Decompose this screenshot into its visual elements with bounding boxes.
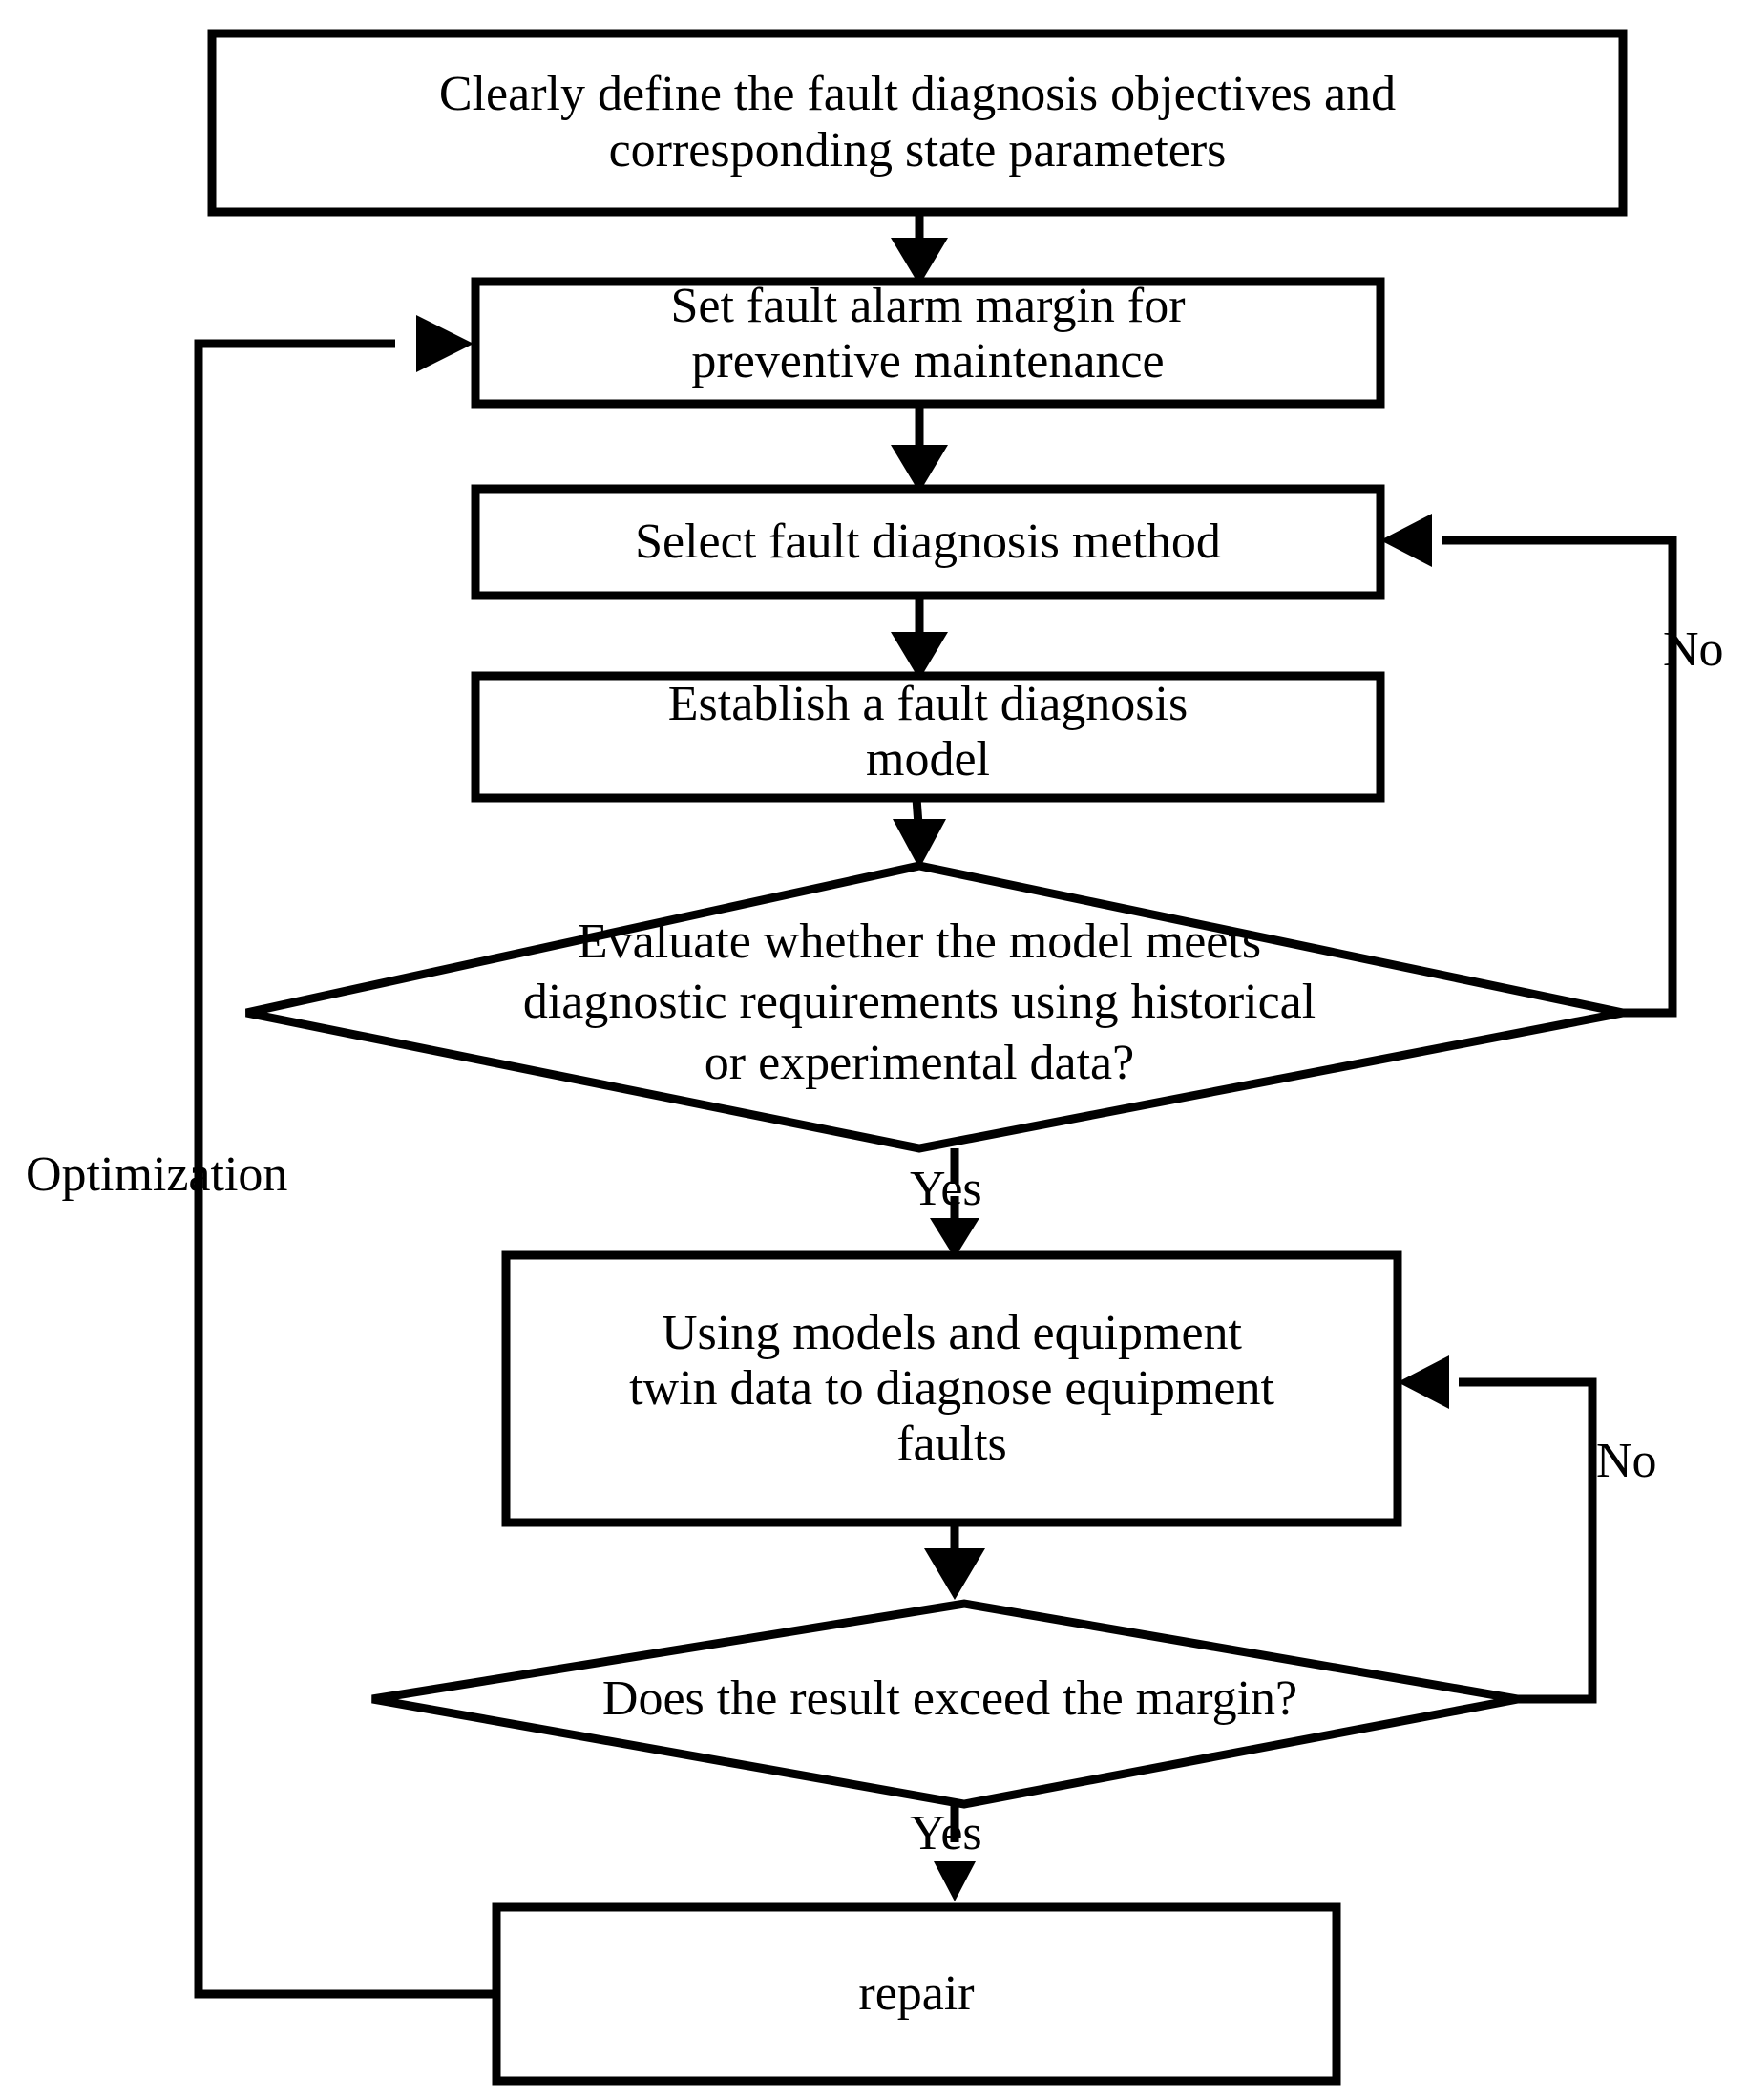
edge-exceed-no	[1459, 1377, 1597, 1704]
node-evaluate-model[interactable]	[245, 861, 1624, 1153]
node-repair[interactable]	[492, 1902, 1341, 2086]
node-diagnose-faults[interactable]	[501, 1250, 1402, 1527]
edge-optimization-loop	[194, 339, 496, 1999]
node-define-objectives[interactable]	[207, 29, 1628, 217]
edge-label-evaluate-no: No	[1663, 622, 1724, 677]
node-establish-model[interactable]	[471, 671, 1385, 803]
arrowhead-alarm-to-method	[891, 445, 948, 493]
edge-label-optimization: Optimization	[26, 1147, 288, 1202]
label-exceed-margin: Does the result exceed the margin?	[601, 1671, 1298, 1726]
arrowhead-evaluate-yes	[930, 1218, 979, 1258]
node-exceed-margin[interactable]	[371, 1599, 1519, 1809]
edge-label-exceed-yes: Yes	[910, 1806, 982, 1860]
node-select-method[interactable]	[471, 484, 1385, 600]
edge-label-exceed-no: No	[1596, 1434, 1657, 1488]
label-evaluate-model: Evaluate whether the model meets diagnos…	[522, 914, 1316, 1090]
arrowhead-diagnose-to-exceed	[924, 1548, 985, 1600]
arrowhead-define-to-alarm	[891, 238, 948, 285]
arrowhead-exceed-yes	[934, 1861, 976, 1901]
arrowhead-exceed-no	[1398, 1355, 1449, 1409]
arrowhead-evaluate-no	[1380, 514, 1432, 567]
arrowhead-model-to-evaluate	[893, 819, 946, 869]
edge-evaluate-no	[1442, 536, 1677, 1018]
edge-label-evaluate-yes: Yes	[910, 1162, 982, 1216]
node-set-alarm-margin[interactable]	[471, 277, 1385, 409]
arrowhead-optimization-loop	[416, 315, 474, 372]
arrowhead-method-to-model	[891, 632, 948, 680]
